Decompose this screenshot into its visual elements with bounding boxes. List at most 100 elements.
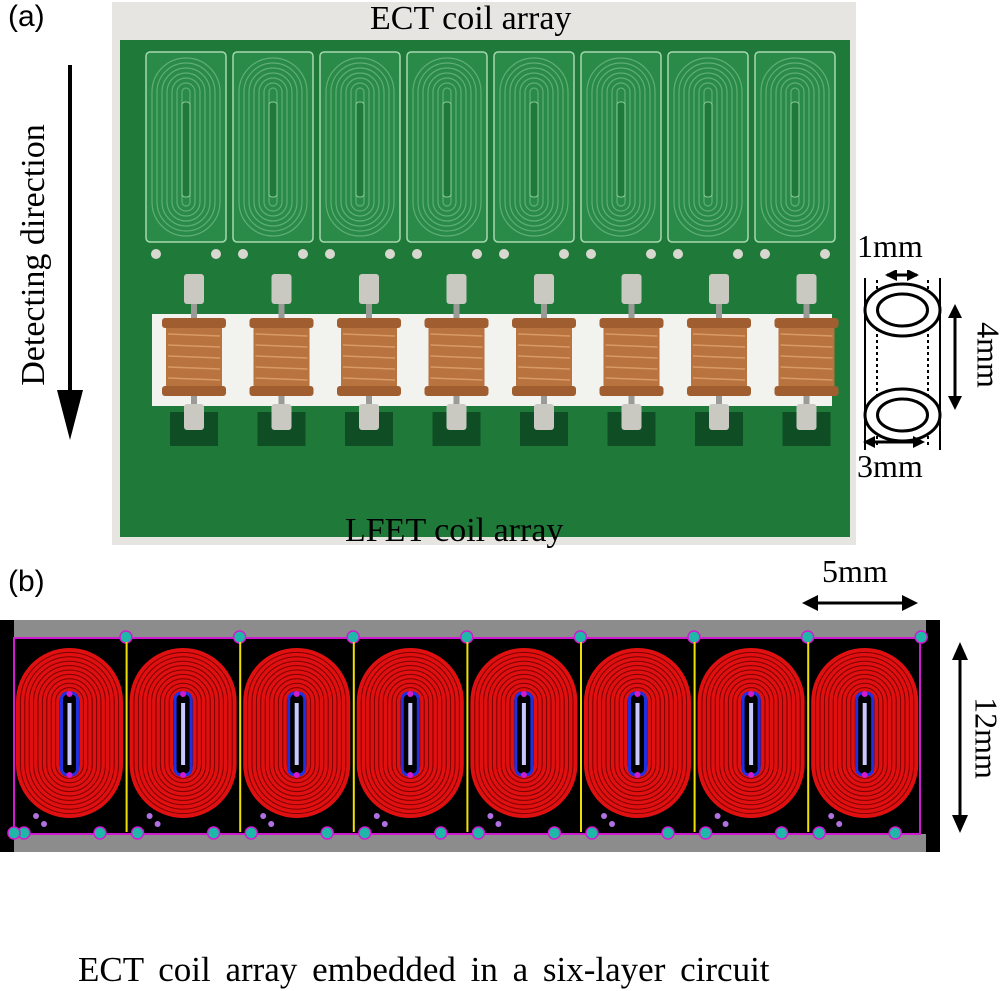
coil-trace-ring <box>500 678 548 788</box>
lfet-coil <box>774 274 839 446</box>
lfet-coil <box>424 274 489 446</box>
coil-trace-ring <box>841 678 888 788</box>
ect-coil <box>754 51 836 259</box>
lfet-coil <box>512 274 576 446</box>
coil-trace-ring <box>369 660 452 806</box>
layout-caption: ECT coil array embedded in a six-layer c… <box>78 950 770 989</box>
ect-coil-slot <box>790 101 800 198</box>
ect-coil-turn <box>780 77 810 217</box>
ect-coil-slot <box>703 101 713 198</box>
coil-trace-ring <box>159 678 207 788</box>
coil-trace-ring <box>705 656 797 810</box>
lfet-clip-top <box>534 274 554 304</box>
winding-line <box>517 333 571 337</box>
pcb-layout-diagram <box>0 620 940 852</box>
coil-center-trace <box>749 703 754 765</box>
coil-trace-ring <box>491 669 556 797</box>
ect-coil-slot <box>268 101 278 198</box>
ect-coil-slot <box>616 101 626 198</box>
lfet-coil <box>162 274 226 446</box>
bottom-via <box>471 826 486 840</box>
ect-coil-turn <box>678 62 738 232</box>
coil-trace-ring <box>609 673 666 793</box>
pad-via <box>381 821 388 827</box>
coil-trace-ring <box>819 656 910 810</box>
winding-line <box>517 355 571 359</box>
solder-pad <box>499 249 509 259</box>
scale-12mm-label: 12mm <box>968 697 1000 779</box>
coil-via <box>407 691 414 697</box>
coil-via <box>861 772 868 778</box>
ect-coil-turn <box>253 72 293 222</box>
coil-trace-ring <box>710 660 792 806</box>
ect-coil-turn <box>263 82 283 212</box>
coil-trace-ring <box>282 687 312 779</box>
ect-coil-turn <box>765 62 825 232</box>
coil-trace-ring <box>723 673 779 793</box>
coil-trace-ring <box>732 682 770 784</box>
height-label: 4mm <box>970 322 1000 388</box>
lfet-clip-bottom <box>271 404 292 430</box>
coil-trace-ring <box>28 660 111 806</box>
lfet-flange-top <box>337 318 401 328</box>
winding-line <box>517 377 571 381</box>
ect-coil-turn <box>156 62 216 232</box>
top-via <box>914 630 928 644</box>
coil-trace-ring <box>37 669 102 797</box>
coil-trace-ring <box>264 669 329 797</box>
scale-12mm-arrow <box>952 642 968 833</box>
coil-trace-ring <box>247 651 347 815</box>
layout-coil <box>239 630 360 840</box>
ect-coil-turn <box>340 72 380 222</box>
pad-via <box>495 821 502 827</box>
pad-via <box>836 821 843 827</box>
ect-coil-turn <box>673 57 743 237</box>
coil-trace-ring <box>382 673 438 793</box>
solder-pad <box>673 249 683 259</box>
layout-coil <box>807 630 928 840</box>
ect-coil-turn <box>258 77 288 217</box>
lfet-flange-bottom <box>162 386 226 396</box>
ect-coil-turn <box>325 57 395 237</box>
top-via <box>346 630 360 644</box>
ect-coil <box>667 51 749 259</box>
coil-trace-ring <box>483 660 565 806</box>
ect-coil-turn <box>509 67 559 227</box>
bottom-via <box>244 826 258 840</box>
coil-center-trace <box>862 703 867 765</box>
layout-coil <box>16 630 133 840</box>
ect-coil <box>493 51 575 259</box>
coil-trace-ring <box>623 687 652 779</box>
winding-line <box>167 366 221 370</box>
lfet-clip-bottom <box>621 404 642 430</box>
ect-coil-turn <box>760 57 830 237</box>
coil-trace-ring <box>845 682 884 784</box>
bottom-via <box>812 826 826 840</box>
solder-pad <box>559 249 569 259</box>
ect-array-caption: ECT coil array <box>370 0 572 37</box>
top-via <box>119 630 133 644</box>
ect-coil-turn <box>785 82 805 212</box>
coil-via <box>520 772 527 778</box>
bottom-via <box>320 826 334 840</box>
winding-line <box>517 366 571 370</box>
lfet-flange-top <box>424 318 489 328</box>
lfet-flange-top <box>512 318 576 328</box>
coil-trace-ring <box>391 682 430 784</box>
lfet-flange-top <box>687 318 751 328</box>
lfet-coil-group <box>162 274 839 446</box>
coil-center-trace <box>294 703 299 765</box>
bottom-via <box>358 826 372 840</box>
ect-coil-slot <box>355 101 365 198</box>
solder-pad <box>586 249 596 259</box>
winding-line <box>780 377 833 381</box>
ect-coil-turn <box>591 62 651 232</box>
lfet-flange-bottom <box>774 386 839 396</box>
outer-diameter-label: 3mm <box>857 448 923 484</box>
pad-via <box>714 813 721 819</box>
solder-pad <box>211 249 221 259</box>
winding-line <box>430 366 483 370</box>
pad-via <box>601 813 607 819</box>
lfet-flange-top <box>774 318 839 328</box>
coil-trace-ring <box>736 687 766 779</box>
